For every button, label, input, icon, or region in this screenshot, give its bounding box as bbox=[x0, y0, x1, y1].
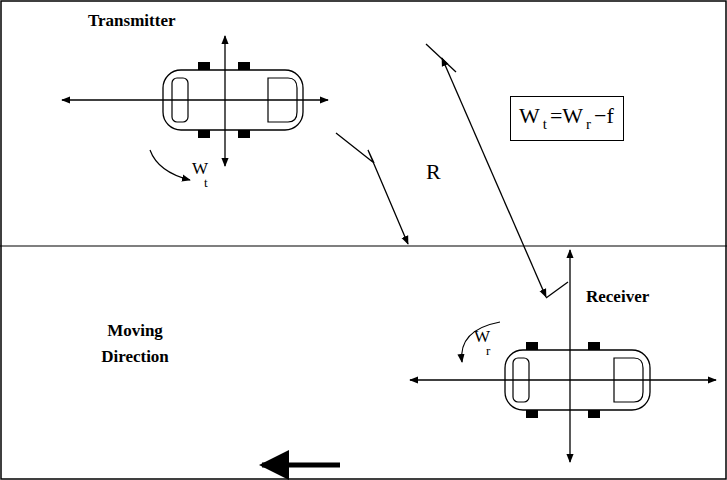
angle-subscript: t bbox=[204, 176, 208, 190]
car-name: Receiver bbox=[586, 288, 649, 307]
direction-arrow bbox=[262, 463, 340, 468]
formula-subscript: r bbox=[586, 116, 591, 132]
car-name: Transmitter bbox=[88, 12, 176, 31]
formula-term: −f bbox=[594, 103, 614, 128]
receiver-car bbox=[410, 250, 716, 462]
formula-term: W bbox=[519, 103, 540, 128]
distance-label: R bbox=[426, 160, 441, 184]
formula-box: Wt=Wr−f bbox=[510, 96, 624, 141]
distance-indicator bbox=[426, 44, 568, 298]
signal-bolt bbox=[336, 133, 408, 244]
angle-subscript: r bbox=[486, 344, 490, 358]
transmitter-car bbox=[62, 36, 328, 180]
formula-term: =W bbox=[550, 103, 583, 128]
direction-label: Moving Direction bbox=[80, 318, 190, 369]
formula-subscript: t bbox=[543, 116, 547, 132]
